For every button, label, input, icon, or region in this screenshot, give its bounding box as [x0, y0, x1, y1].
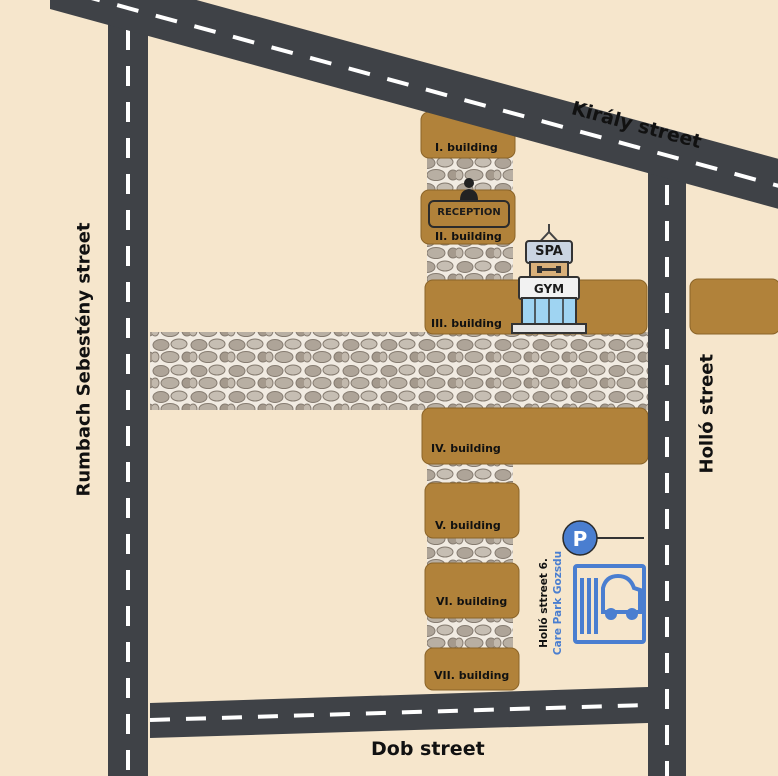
building-label-7: VII. building — [434, 669, 510, 682]
building-label-4: IV. building — [431, 442, 501, 455]
building-6 — [424, 562, 520, 619]
parking-name-label: Care Park Gozsdu — [552, 550, 564, 656]
building-label-5: V. building — [435, 519, 501, 532]
road-kiraly — [50, 0, 778, 209]
road-dob — [150, 687, 648, 738]
building-label-1: I. building — [435, 141, 498, 154]
reception-sign — [428, 200, 510, 228]
building-label-2: II. building — [435, 230, 502, 243]
building-blocks — [420, 111, 778, 691]
parking-sign-icon — [562, 520, 644, 556]
building-5 — [424, 482, 520, 539]
building-east — [689, 278, 778, 335]
cobblestone-square — [150, 332, 648, 410]
street-label-rumbach: Rumbach Sebestény street — [73, 222, 95, 497]
reception-person-icon — [460, 178, 478, 200]
street-label-dob: Dob street — [371, 738, 485, 760]
roads — [50, 0, 778, 776]
gym-label: GYM — [533, 282, 565, 296]
building-7 — [424, 647, 520, 691]
building-label-3: III. building — [431, 317, 502, 330]
reception-sign-label: RECEPTION — [437, 207, 501, 218]
spa-gym-building-icon — [511, 224, 587, 334]
parking-symbol: P — [572, 527, 588, 551]
spa-label: SPA — [535, 244, 563, 259]
street-label-hollo: Holló street — [696, 353, 718, 474]
building-label-6: VI. building — [436, 595, 508, 608]
building-4 — [421, 407, 649, 465]
parking-garage-icon — [573, 564, 646, 644]
parking-address-label: Holló sttreet 6. — [538, 558, 550, 648]
